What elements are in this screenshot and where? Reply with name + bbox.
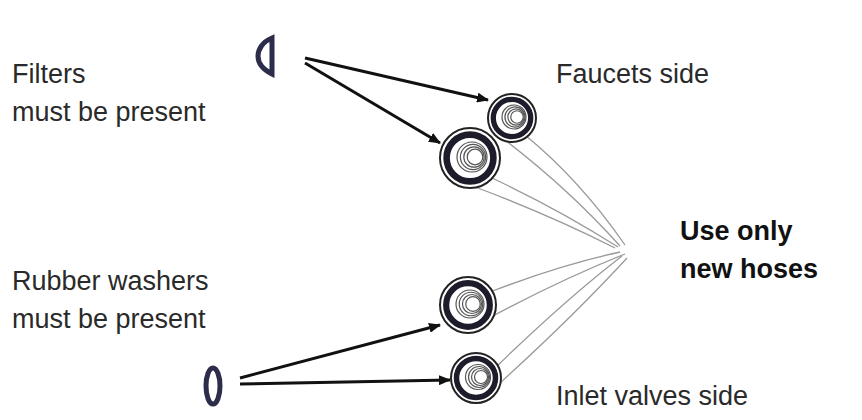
callout-label: Rubber washers must be present bbox=[12, 262, 209, 338]
hose-fittings bbox=[440, 94, 536, 403]
washer-symbol bbox=[206, 368, 220, 404]
callout-label: Inlet valves side bbox=[556, 377, 748, 415]
arrows bbox=[240, 58, 488, 384]
callout-label: Filters must be present bbox=[12, 55, 206, 131]
note-text: Use only new hoses bbox=[680, 212, 818, 288]
callout-label: Faucets side bbox=[556, 55, 709, 93]
filter-symbol bbox=[258, 38, 272, 74]
